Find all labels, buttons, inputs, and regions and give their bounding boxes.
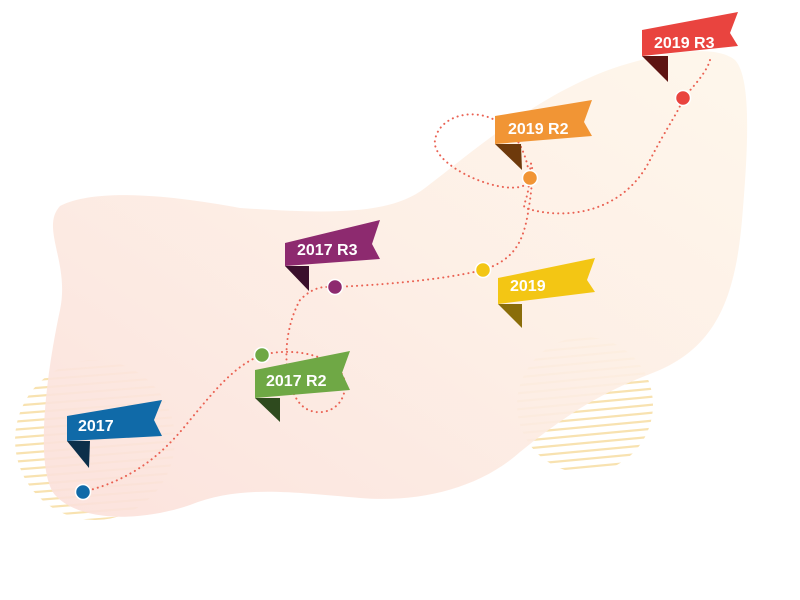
milestone-dot bbox=[326, 278, 344, 296]
milestone-dot bbox=[253, 346, 271, 364]
hatch-line bbox=[517, 458, 653, 473]
flag-body bbox=[642, 12, 738, 56]
flag-body bbox=[255, 351, 350, 398]
flag-label: 2019 R2 bbox=[508, 121, 569, 138]
milestone-2019-r2: 2019 R2 bbox=[495, 100, 592, 187]
flag-label: 2017 R2 bbox=[266, 373, 327, 390]
milestone-dot bbox=[521, 169, 539, 187]
flag-tail bbox=[285, 266, 309, 291]
milestone-dot bbox=[74, 483, 92, 501]
background-blob bbox=[43, 51, 748, 517]
flag-label: 2017 R3 bbox=[297, 242, 358, 259]
hatch-line bbox=[517, 434, 653, 452]
flag-tail bbox=[255, 398, 280, 422]
milestone-2019-r3: 2019 R3 bbox=[642, 12, 738, 107]
flag-body bbox=[285, 220, 380, 266]
flag-tail bbox=[495, 144, 522, 170]
timeline-dotted-path bbox=[82, 59, 711, 493]
milestone-dot bbox=[674, 89, 692, 107]
milestone-2017-r3: 2017 R3 bbox=[285, 220, 380, 296]
flag-body bbox=[498, 258, 595, 304]
milestone-2019: 2019 bbox=[474, 258, 595, 328]
milestone-2017-r2: 2017 R2 bbox=[253, 346, 350, 422]
flag-body bbox=[67, 400, 162, 441]
milestone-2017: 2017 bbox=[67, 400, 162, 501]
flag-label: 2017 bbox=[78, 418, 114, 435]
flag-label: 2019 R3 bbox=[654, 35, 715, 52]
flag-tail bbox=[498, 304, 522, 328]
flag-label: 2019 bbox=[510, 278, 546, 295]
hatch-line bbox=[517, 442, 653, 460]
flag-body bbox=[495, 100, 592, 144]
milestone-dot bbox=[474, 261, 492, 279]
flag-tail bbox=[642, 56, 668, 82]
hatch-line bbox=[517, 450, 653, 468]
flag-tail bbox=[67, 441, 90, 468]
